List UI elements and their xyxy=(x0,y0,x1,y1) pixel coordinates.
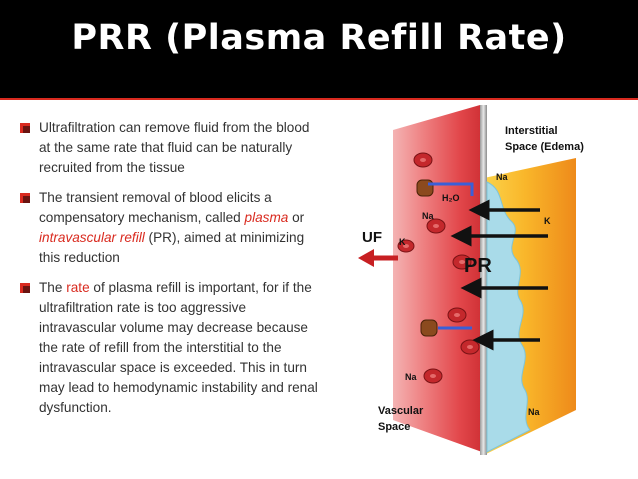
red-blood-cell-icon xyxy=(452,254,472,270)
edema-fluid-band xyxy=(486,181,531,453)
bullet-marker-icon xyxy=(20,283,30,293)
ion-label-na: Na xyxy=(405,372,417,382)
bullet-text: Ultrafiltration can remove fluid from th… xyxy=(39,120,310,175)
vascular-space-region xyxy=(393,105,482,452)
pr-label: PR xyxy=(464,255,492,277)
ion-label-na: Na xyxy=(496,172,508,182)
emphasis-intravascular-refill: intravascular refill xyxy=(39,230,145,245)
bullet-text-part: (PR), aimed at minimizing this reduction xyxy=(39,230,305,265)
uf-label: UF xyxy=(362,229,382,246)
h2o-label: H₂O xyxy=(442,193,460,203)
blue-flow-arrow xyxy=(428,182,474,196)
bullet-marker-icon xyxy=(20,123,30,133)
bullet-item: The rate of plasma refill is important, … xyxy=(20,278,320,418)
protein-particle-icon xyxy=(416,179,434,197)
ion-label-na: Na xyxy=(422,211,434,221)
red-blood-cell-icon xyxy=(447,307,467,323)
vascular-label: Vascular xyxy=(378,405,424,417)
uf-arrowhead xyxy=(358,249,374,267)
bullet-text: The transient removal of blood elicits a… xyxy=(39,188,320,268)
ion-label-na: Na xyxy=(528,407,540,417)
interstitial-label: Interstitial xyxy=(505,125,558,137)
emphasis-plasma: plasma xyxy=(244,210,289,225)
bullet-text-part: The transient removal of blood elicits a… xyxy=(39,190,272,225)
red-blood-cell-icon xyxy=(397,239,415,253)
ion-label-k: K xyxy=(544,216,551,226)
bullet-item: Ultrafiltration can remove fluid from th… xyxy=(20,118,320,178)
vascular-label: Space xyxy=(378,421,410,433)
bullet-text-part: or xyxy=(288,210,305,225)
bullet-text-part: of plasma refill is important, for if th… xyxy=(39,280,318,415)
red-blood-cell-icon xyxy=(413,152,433,168)
red-blood-cell-icon xyxy=(426,218,446,234)
bullet-text-part: The xyxy=(39,280,67,295)
vessel-wall xyxy=(480,105,487,455)
bullet-marker-icon xyxy=(20,193,30,203)
bullet-item: The transient removal of blood elicits a… xyxy=(20,188,320,268)
emphasis-rate: rate xyxy=(66,280,90,295)
ion-label-k: K xyxy=(399,237,406,247)
red-blood-cell-icon xyxy=(460,339,480,355)
protein-particle-icon xyxy=(420,319,438,337)
red-blood-cell-icon xyxy=(423,368,443,384)
slide-title: PRR (Plasma Refill Rate) xyxy=(71,18,567,58)
title-bar: PRR (Plasma Refill Rate) xyxy=(0,0,638,100)
bullet-list: Ultrafiltration can remove fluid from th… xyxy=(20,118,320,428)
interstitial-label: Space (Edema) xyxy=(505,141,584,153)
bullet-text: The rate of plasma refill is important, … xyxy=(39,278,320,418)
